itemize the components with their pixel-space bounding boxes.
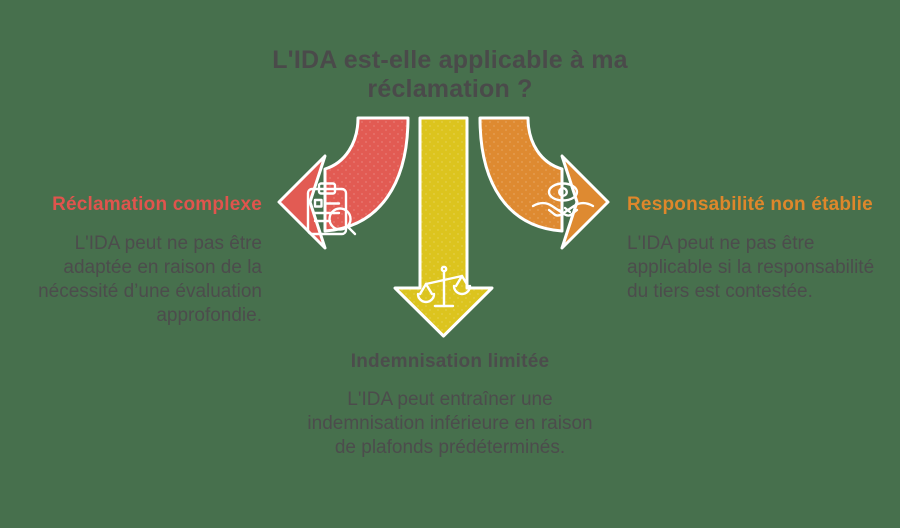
right-branch-body: L'IDA peut ne pas être applicable si la … xyxy=(627,233,875,302)
page-title: L'IDA est-elle applicable à ma réclamati… xyxy=(272,46,628,103)
right-branch-block: Responsabilité non établie L'IDA peut ne… xyxy=(627,193,887,304)
clipboard-magnifier-icon xyxy=(306,182,357,236)
bottom-branch-body: L'IDA peut entraîner une indemnisation i… xyxy=(307,389,593,458)
right-arrow xyxy=(478,116,610,250)
left-branch-body: L'IDA peut ne pas être adaptée en raison… xyxy=(38,233,262,326)
bottom-branch-heading: Indemnisation limitée xyxy=(350,351,550,372)
down-arrow xyxy=(393,116,494,338)
eye-handshake-icon xyxy=(531,182,595,217)
left-branch-block: Réclamation complexe L'IDA peut ne pas ê… xyxy=(12,193,262,328)
balance-scales-icon xyxy=(416,265,472,308)
bottom-branch-block: Indemnisation limitée L'IDA peut entraîn… xyxy=(298,350,602,460)
left-arrow xyxy=(277,116,410,250)
right-arrow-texture xyxy=(480,118,562,231)
down-arrow-texture xyxy=(395,118,492,336)
right-branch-heading: Responsabilité non établie xyxy=(627,194,873,215)
left-branch-heading: Réclamation complexe xyxy=(52,194,262,215)
